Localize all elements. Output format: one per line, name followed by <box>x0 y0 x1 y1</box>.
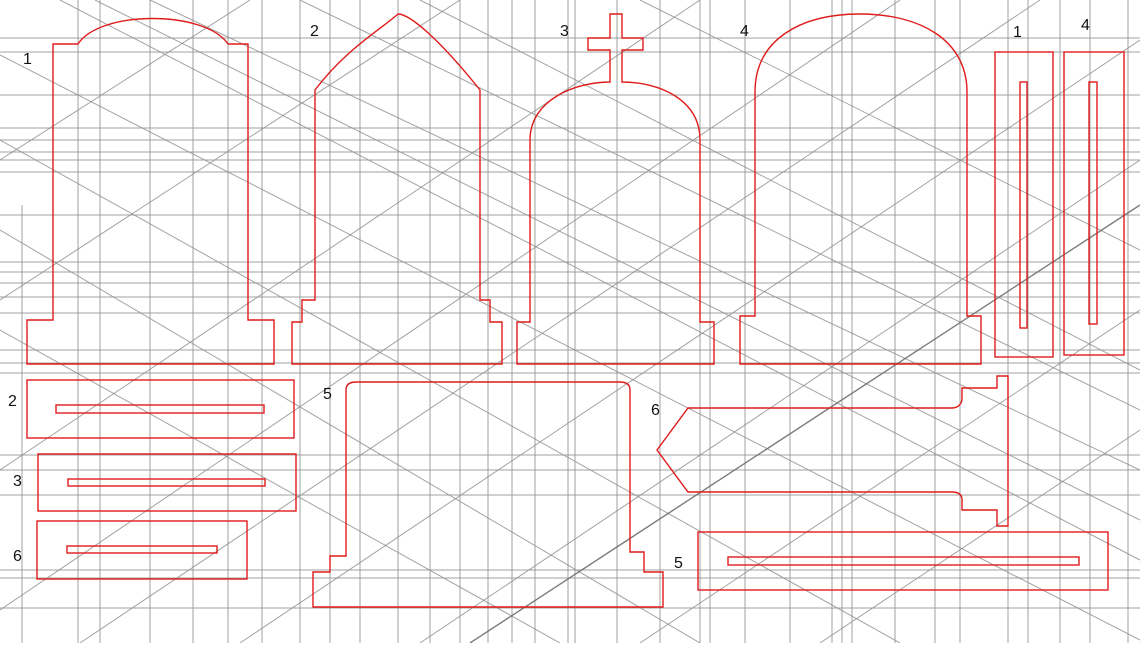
label-base-5: 5 <box>674 555 683 572</box>
tombstone-3-outline <box>516 13 715 365</box>
base-5-outline <box>697 531 1109 591</box>
base-2-outline <box>26 379 295 439</box>
base-2-slot <box>55 404 265 414</box>
label-tombstone-2: 2 <box>310 23 319 40</box>
label-tombstone-3: 3 <box>560 23 569 40</box>
stand-1-outline <box>994 51 1054 358</box>
tombstone-2-outline <box>291 13 503 365</box>
tombstone-5-outline <box>312 381 664 608</box>
tombstone-4-outline <box>739 13 982 365</box>
label-tombstone-4: 4 <box>740 23 749 40</box>
label-stand-4: 4 <box>1081 17 1090 34</box>
label-base-2: 2 <box>8 393 17 410</box>
tombstone-6-outline <box>656 375 1009 527</box>
label-tombstone-6: 6 <box>651 402 660 419</box>
label-tombstone-1: 1 <box>23 51 32 68</box>
label-tombstone-5: 5 <box>323 386 332 403</box>
base-6-slot <box>66 545 218 554</box>
label-stand-1: 1 <box>1013 24 1022 41</box>
shape-number-labels: 1 2 3 4 1 4 2 3 6 5 6 5 <box>8 17 1090 572</box>
tombstone-1-outline <box>26 17 275 365</box>
label-base-3: 3 <box>13 473 22 490</box>
base-5-slot <box>727 556 1080 566</box>
label-base-6: 6 <box>13 548 22 565</box>
base-3-outline <box>37 453 297 512</box>
base-3-slot <box>67 478 266 487</box>
stand-1-slot <box>1019 81 1028 329</box>
base-6-outline <box>36 520 248 580</box>
tombstone-outlines <box>26 13 1125 608</box>
stand-4-outline <box>1063 51 1125 356</box>
stand-4-slot <box>1088 81 1098 325</box>
